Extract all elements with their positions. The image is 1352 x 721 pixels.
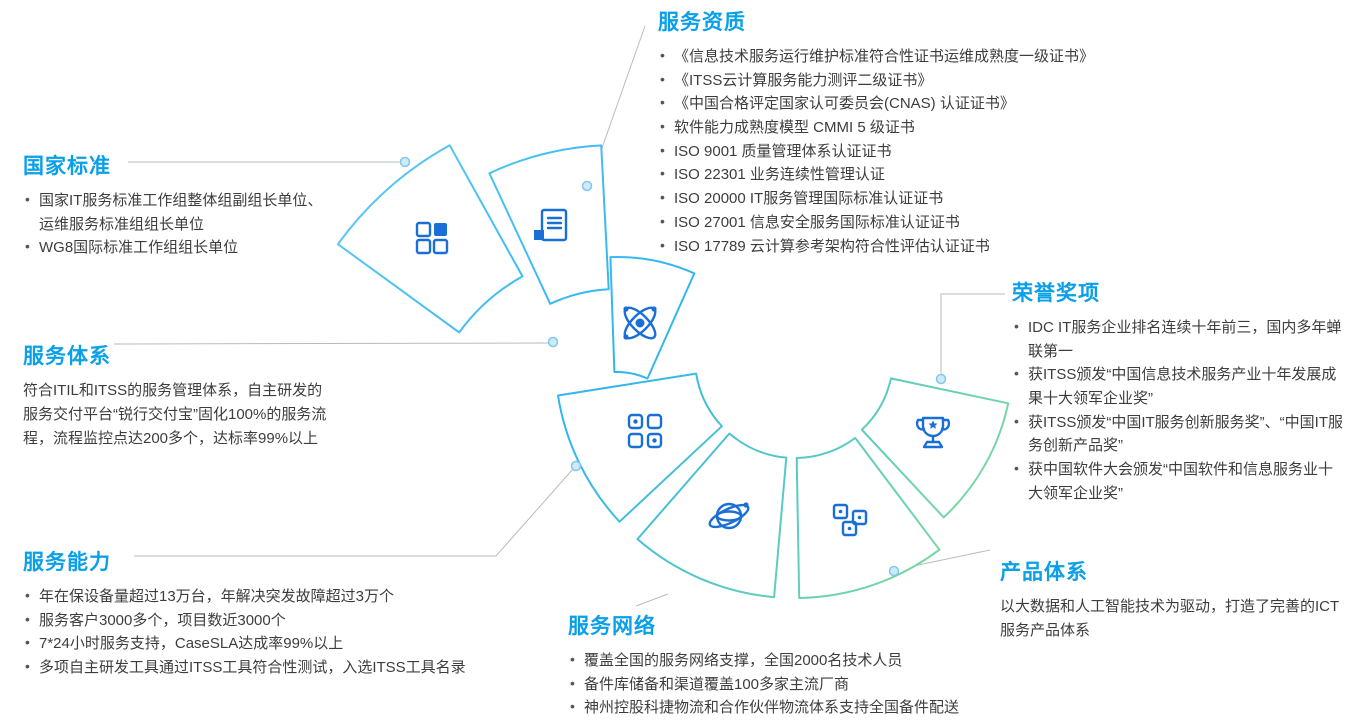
section-title-national-standards: 国家标准 [23,155,111,178]
bullet-item: ISO 20000 IT服务管理国际标准认证证书 [658,186,1238,211]
section-service-system: 服务体系 符合ITIL和ITSS的服务管理体系，自主研发的服务交付平台“锐行交付… [23,340,331,451]
section-service-network: 服务网络 覆盖全国的服务网络支撑，全国2000名技术人员备件库储备和渠道覆盖10… [568,610,1013,720]
anchor-dot-honors-awards [935,373,947,385]
bullet-item: 国家IT服务标准工作组整体组副组长单位、运维服务标准组组长单位 [23,188,335,236]
bullet-item: ISO 9001 质量管理体系认证证书 [658,139,1238,164]
globe-icon [708,502,750,530]
bullet-item: 多项自主研发工具通过ITSS工具符合性测试，入选ITSS工具名录 [23,655,553,680]
bullet-item: 《ITSS云计算服务能力测评二级证书》 [658,68,1238,93]
product-system-paragraph: 以大数据和人工智能技术为驱动，打造了完善的ICT服务产品体系 [1000,598,1340,639]
section-title-product-system: 产品体系 [1000,561,1088,584]
connector-honors-awards [940,293,1005,375]
trophy-icon [915,416,951,449]
section-honors-awards: 荣誉奖项 IDC IT服务企业排名连续十年前三，国内多年蝉联第一获ITSS颁发“… [1012,277,1344,506]
bullet-item: 7*24小时服务支持，CaseSLA达成率99%以上 [23,631,553,656]
ring-segment [336,144,524,334]
section-title-honors-awards: 荣誉奖项 [1012,282,1100,305]
bullet-item: 年在保设备量超过13万台，年解决突发故障超过3万个 [23,584,553,609]
section-product-system: 产品体系 以大数据和人工智能技术为驱动，打造了完善的ICT服务产品体系 [1000,556,1340,643]
service-system-paragraph: 符合ITIL和ITSS的服务管理体系，自主研发的服务交付平台“锐行交付宝”固化1… [23,382,327,447]
bullet-item: 备件库储备和渠道覆盖100多家主流厂商 [568,672,1013,697]
honors-awards-list: IDC IT服务企业排名连续十年前三，国内多年蝉联第一获ITSS颁发“中国信息技… [1012,315,1344,506]
bullet-item: 服务客户3000多个，项目数近3000个 [23,608,553,633]
anchor-dot-product-system [888,565,900,577]
bullet-item: 获中国软件大会颁发“中国软件和信息服务业十大领军企业奖” [1012,457,1344,505]
document-icon [534,208,568,242]
section-title-service-network: 服务网络 [568,615,656,638]
bullet-item: WG8国际标准工作组组长单位 [23,235,335,260]
service-network-list: 覆盖全国的服务网络支撑，全国2000名技术人员备件库储备和渠道覆盖100多家主流… [568,648,1013,720]
cubes-icon [832,503,868,537]
section-title-service-capability: 服务能力 [23,551,111,574]
section-service-qualifications: 服务资质 《信息技术服务运行维护标准符合性证书运维成熟度一级证书》《ITSS云计… [658,6,1238,258]
anchor-dot-service-capability [570,460,582,472]
service-capability-list: 年在保设备量超过13万台，年解决突发故障超过3万个服务客户3000多个，项目数近… [23,584,553,680]
bullet-item: IDC IT服务企业排名连续十年前三，国内多年蝉联第一 [1012,315,1344,363]
anchor-dots [399,156,947,577]
section-title-service-system: 服务体系 [23,345,111,368]
bullet-item: 覆盖全国的服务网络支撑，全国2000名技术人员 [568,648,1013,673]
ring-segment [795,436,941,599]
ring-segment [488,144,610,305]
bullet-item: 获ITSS颁发“中国IT服务创新服务奖”、“中国IT服务创新产品奖” [1012,410,1344,458]
connector-service-capability [134,468,574,557]
section-title-service-qualifications: 服务资质 [658,11,746,34]
grid-icon [415,221,449,255]
bullet-item: 《信息技术服务运行维护标准符合性证书运维成熟度一级证书》 [658,44,1238,69]
bullet-item: 《中国合格评定国家认可委员会(CNAS) 认证证书》 [658,91,1238,116]
bullet-item: 获ITSS颁发“中国信息技术服务产业十年发展成果十大领军企业奖” [1012,362,1344,410]
connector-service-system [113,342,549,345]
bullet-item: ISO 17789 云计算参考架构符合性评估认证证书 [658,234,1238,259]
atom-icon [623,306,657,340]
anchor-dot-service-qualifications [581,180,593,192]
bullet-item: 软件能力成熟度模型 CMMI 5 级证书 [658,115,1238,140]
section-service-capability: 服务能力 年在保设备量超过13万台，年解决突发故障超过3万个服务客户3000多个… [23,546,553,680]
bullet-item: 神州控股科捷物流和合作伙伴物流体系支持全国备件配送 [568,695,1013,720]
connector-service-network [635,593,669,607]
ring-segment [636,432,788,599]
bullet-item: ISO 22301 业务连续性管理认证 [658,162,1238,187]
apps-grid-icon [627,413,663,449]
anchor-dot-service-system [547,336,559,348]
service-qualifications-list: 《信息技术服务运行维护标准符合性证书运维成熟度一级证书》《ITSS云计算服务能力… [658,44,1238,259]
national-standards-list: 国家IT服务标准工作组整体组副组长单位、运维服务标准组组长单位WG8国际标准工作… [23,188,335,260]
anchor-dot-national-standards [399,156,411,168]
section-national-standards: 国家标准 国家IT服务标准工作组整体组副组长单位、运维服务标准组组长单位WG8国… [23,150,335,260]
bullet-item: ISO 27001 信息安全服务国际标准认证证书 [658,210,1238,235]
